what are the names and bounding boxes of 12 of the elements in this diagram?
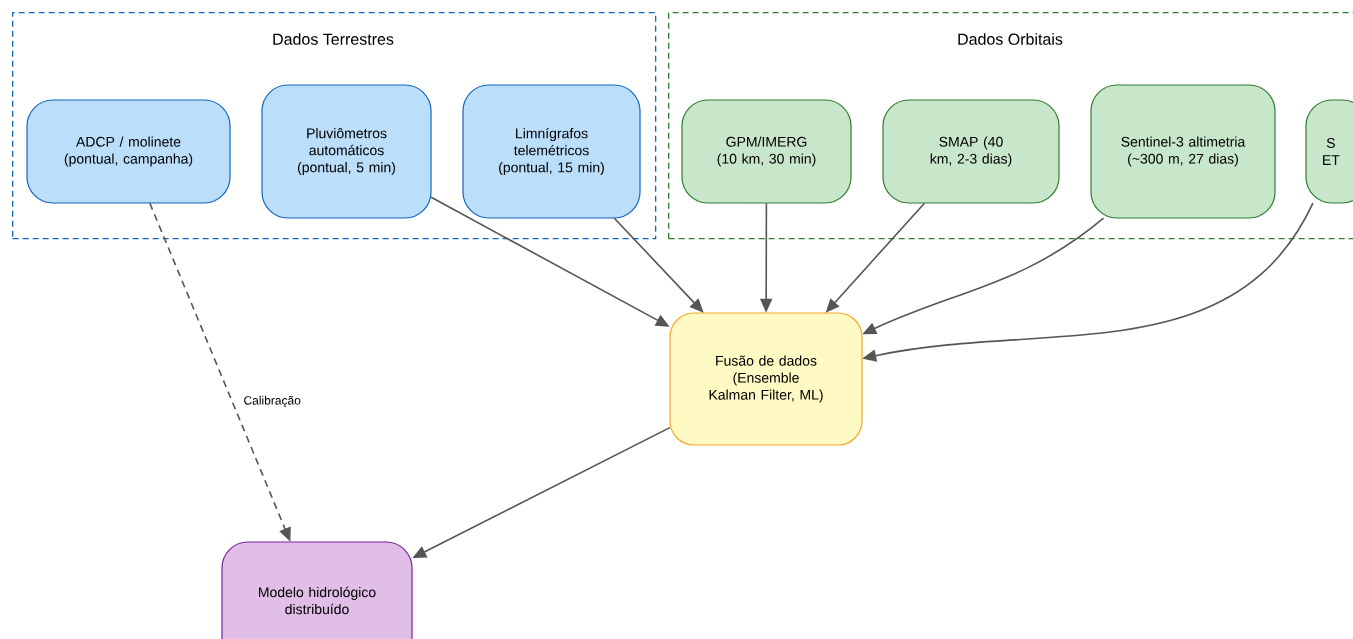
process-box: Pluviômetros automáticos (pontual, 5 min) bbox=[261, 84, 432, 219]
process-box: Sentinel-3 altimetria (~300 m, 27 dias) bbox=[1090, 84, 1276, 219]
process-box: Fusão de dados (Ensemble Kalman Filter, ML) bbox=[669, 312, 863, 446]
edge-label: Calibração bbox=[241, 393, 303, 410]
process-box: SMAP (40 km, 2-3 dias) bbox=[882, 99, 1060, 204]
process-box: S ET bbox=[1305, 99, 1353, 204]
process-box: Limnígrafos telemétricos (pontual, 15 min) bbox=[462, 84, 641, 219]
process-box: Modelo hidrológico distribuído bbox=[221, 541, 413, 639]
group-title: Dados Orbitais bbox=[958, 33, 1063, 45]
process-box: GPM/IMERG (10 km, 30 min) bbox=[681, 99, 852, 204]
group-title: Dados Terrestres bbox=[273, 33, 394, 45]
process-box: ADCP / molinete (pontual, campanha) bbox=[26, 99, 231, 204]
